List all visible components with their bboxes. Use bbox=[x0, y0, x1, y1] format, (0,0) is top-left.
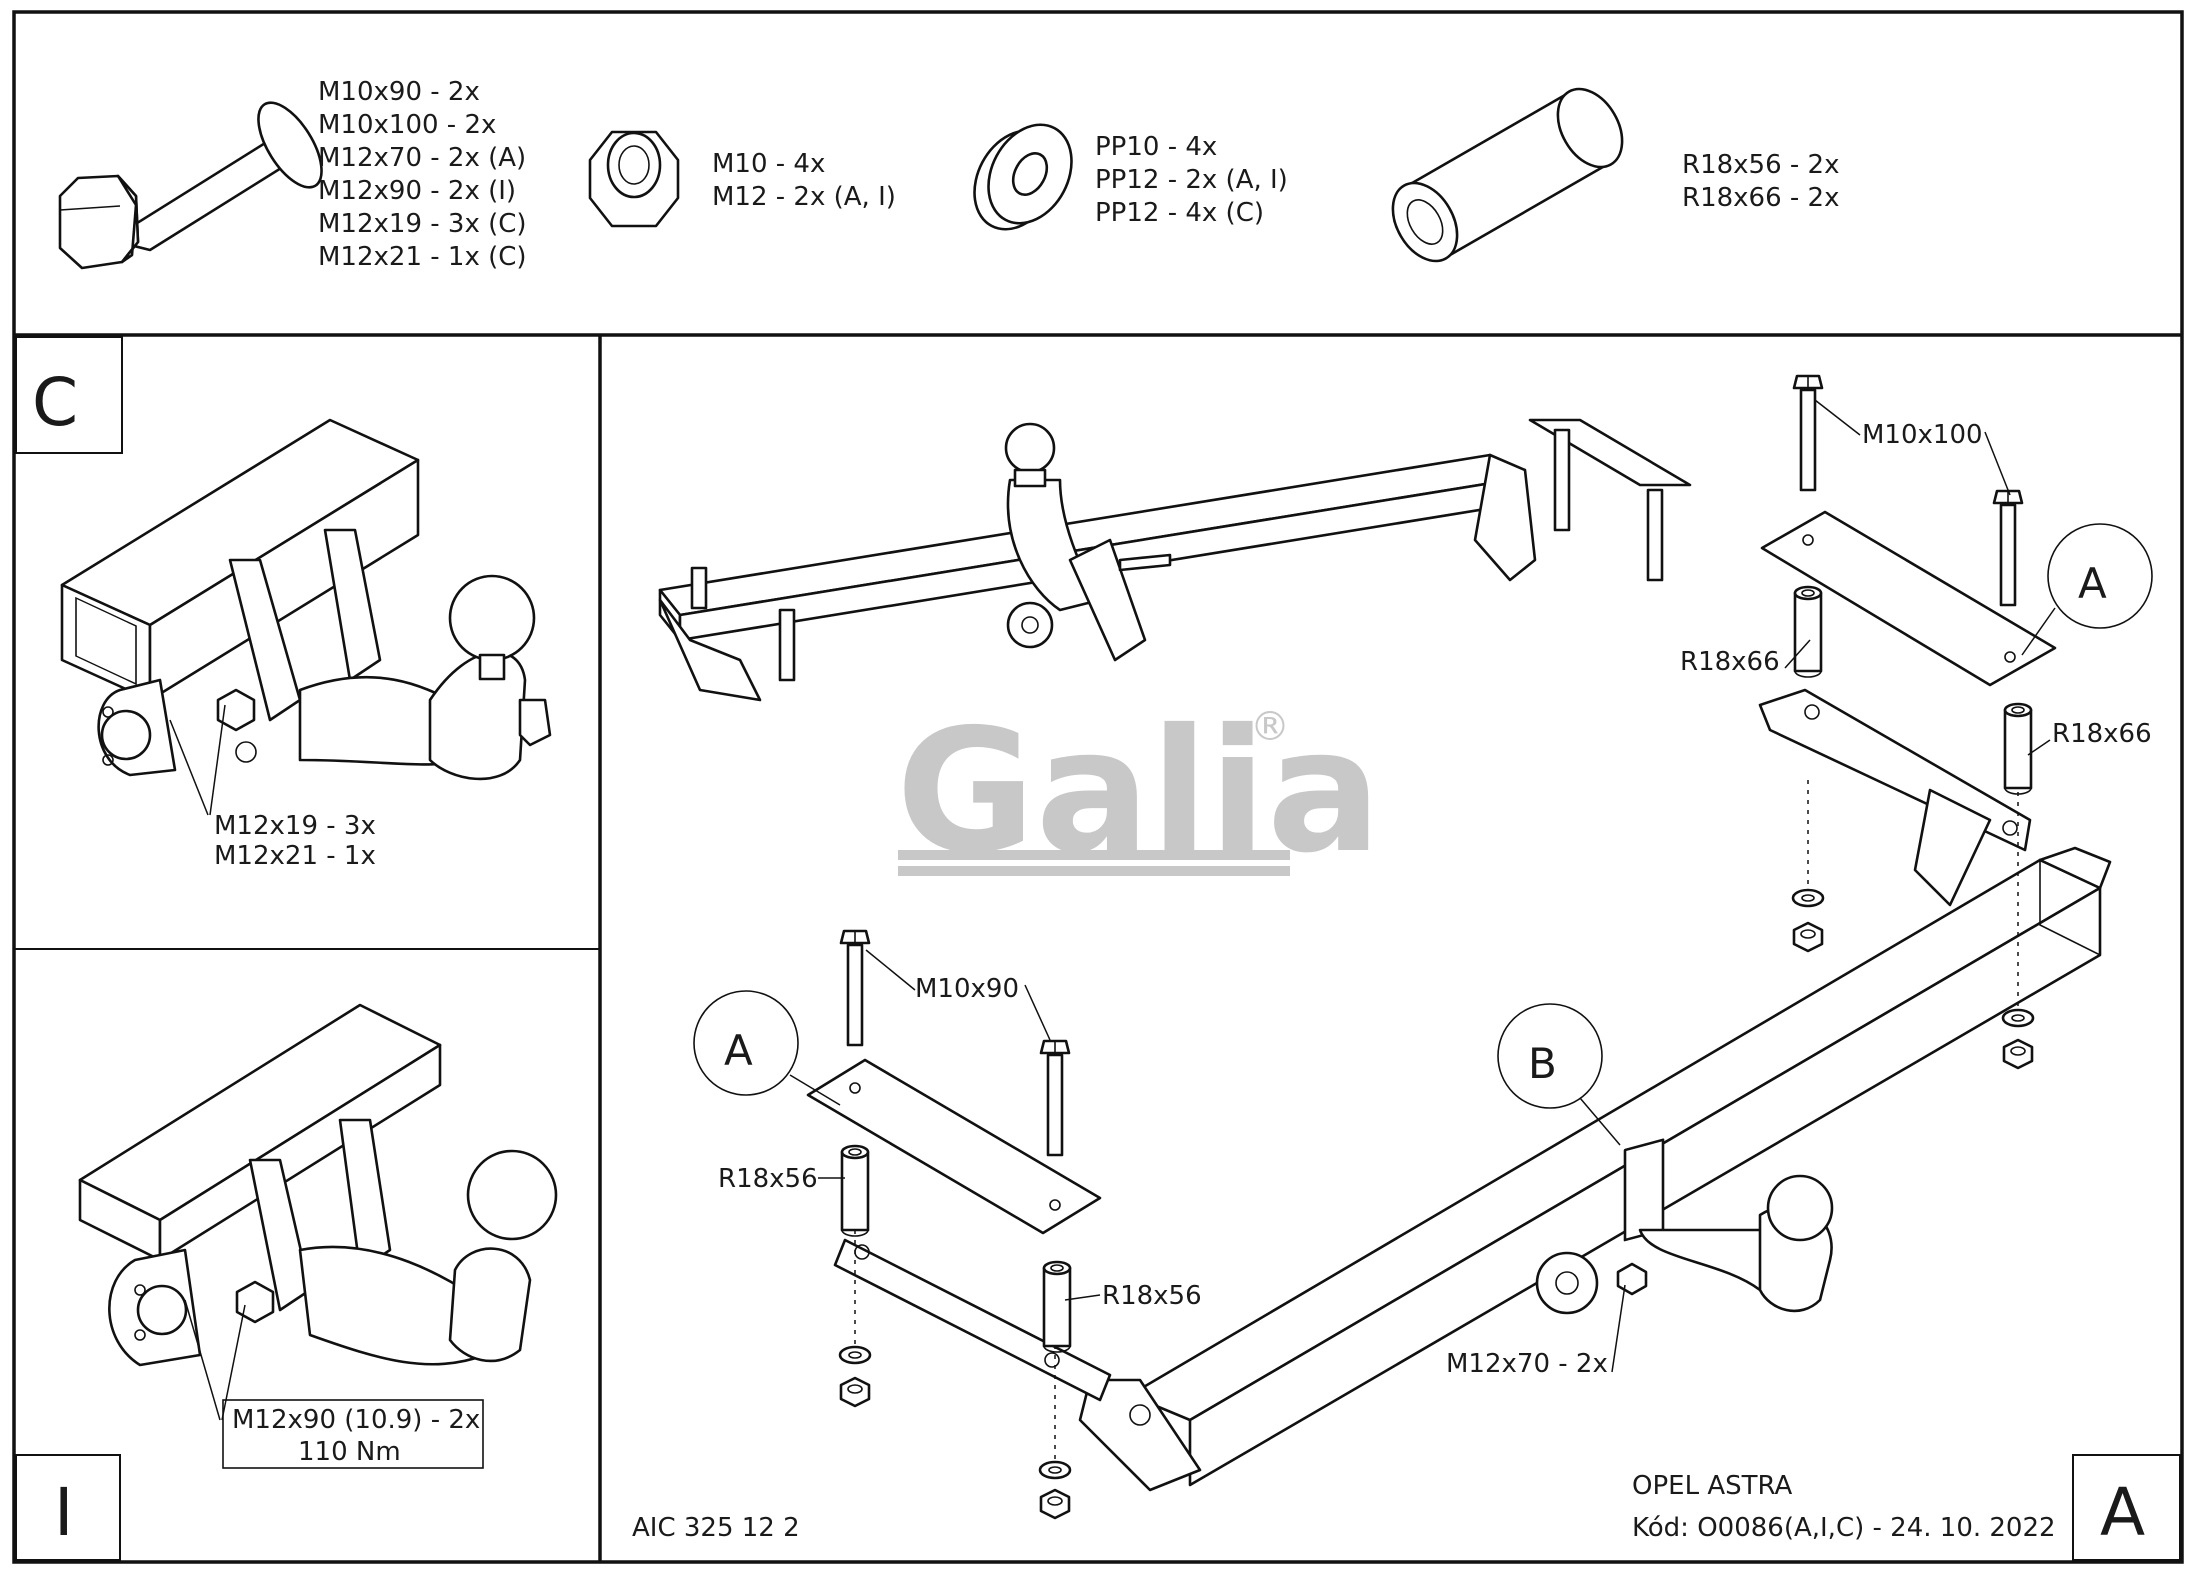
panel-c-callout-1: M12x19 - 3x bbox=[214, 811, 376, 841]
svg-text:A: A bbox=[2078, 559, 2107, 608]
spacer-spec-2: R18x66 - 2x bbox=[1682, 183, 1839, 213]
nut-spec-1: M10 - 4x bbox=[712, 149, 825, 179]
callout-r18x56-right: R18x56 bbox=[1102, 1281, 1202, 1311]
washers-list: PP10 - 4x PP12 - 2x (A, I) PP12 - 4x (C) bbox=[1095, 132, 1288, 228]
panel-i-callout-1: M12x90 (10.9) - 2x bbox=[232, 1405, 480, 1435]
bolt-spec-3: M12x70 - 2x (A) bbox=[318, 143, 526, 173]
spacer-tube-illustration bbox=[1391, 87, 1624, 263]
main-assembly bbox=[658, 374, 2112, 1520]
bubble-a-right bbox=[2047, 523, 2153, 629]
washer-spec-2: PP12 - 2x (A, I) bbox=[1095, 165, 1288, 195]
nut-illustration bbox=[588, 130, 680, 228]
drawing-frames bbox=[12, 10, 2184, 1564]
bubble-b bbox=[1497, 1003, 1603, 1109]
bolt-illustration bbox=[58, 101, 323, 270]
product-code: AIC 325 12 2 bbox=[632, 1513, 800, 1543]
bolt-spec-1: M10x90 - 2x bbox=[318, 77, 480, 107]
nut-spec-2: M12 - 2x (A, I) bbox=[712, 182, 896, 212]
panel-i-callout-2: 110 Nm bbox=[298, 1437, 401, 1467]
svg-text:A: A bbox=[724, 1026, 753, 1075]
callout-m10x90: M10x90 bbox=[915, 974, 1019, 1004]
washer-spec-3: PP12 - 4x (C) bbox=[1095, 198, 1264, 228]
washer-illustration bbox=[973, 123, 1073, 231]
torque-spec-box bbox=[222, 1399, 484, 1469]
vehicle-name: OPEL ASTRA bbox=[1632, 1471, 1793, 1501]
bolt-spec-2: M10x100 - 2x bbox=[318, 110, 496, 140]
nuts-list: M10 - 4x M12 - 2x (A, I) bbox=[712, 149, 896, 212]
main-callouts: M10x100 R18x66 R18x66 A M10x90 R18x56 R1… bbox=[693, 399, 2153, 1379]
logo-text: Galia bbox=[896, 693, 1382, 891]
bubble-a-left bbox=[693, 990, 799, 1096]
panel-c-callout-2: M12x21 - 1x bbox=[214, 841, 376, 871]
callout-m10x100: M10x100 bbox=[1862, 420, 1983, 450]
galia-logo: Galia ® bbox=[896, 693, 1382, 891]
callout-r18x56-left: R18x56 bbox=[718, 1164, 818, 1194]
spacers-list: R18x56 - 2x R18x66 - 2x bbox=[1682, 150, 1839, 213]
panel-a-box bbox=[2072, 1454, 2181, 1561]
spacer-spec-1: R18x56 - 2x bbox=[1682, 150, 1839, 180]
bolt-spec-5: M12x19 - 3x (C) bbox=[318, 209, 527, 239]
callout-r18x66-left: R18x66 bbox=[1680, 647, 1780, 677]
kod-line: Kód: O0086(A,I,C) - 24. 10. 2022 bbox=[1632, 1513, 2056, 1543]
callout-r18x66-right: R18x66 bbox=[2052, 719, 2152, 749]
washer-spec-1: PP10 - 4x bbox=[1095, 132, 1217, 162]
callout-m12x70: M12x70 - 2x bbox=[1446, 1349, 1608, 1379]
panel-i: M12x90 (10.9) - 2x 110 Nm I bbox=[15, 1003, 558, 1561]
svg-text:B: B bbox=[1528, 1039, 1557, 1088]
panel-a-letter: A bbox=[2100, 1474, 2145, 1551]
bolts-list: M10x90 - 2x M10x100 - 2x M12x70 - 2x (A)… bbox=[318, 77, 527, 272]
bolt-spec-6: M12x21 - 1x (C) bbox=[318, 242, 527, 272]
panel-c-letter: C bbox=[32, 364, 78, 441]
panel-i-letter: I bbox=[54, 1474, 73, 1551]
panel-c: C M12x19 - 3x M12x21 - 1x bbox=[15, 336, 552, 871]
logo-registered: ® bbox=[1250, 704, 1290, 750]
bolt-spec-4: M12x90 - 2x (I) bbox=[318, 176, 516, 206]
